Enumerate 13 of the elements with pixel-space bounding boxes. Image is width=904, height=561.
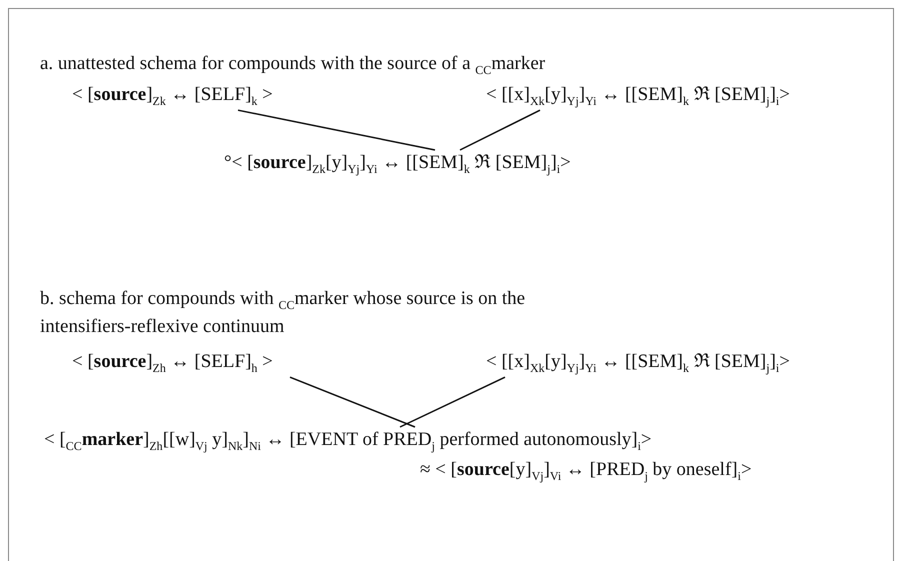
section-heading: a. unattested schema for compounds with the source of a $_{CC}$marker [40,53,546,78]
formula-text: < [[x]$_{Xk}$[y]$_{Yj}$]$_{Yi}$ ↔ [[SEM]$_{k}$ ℜ [SEM]$_{j}$]$_{i}$> [486,351,790,376]
connector-line [290,376,416,428]
formula-text: < [source]$_{Zk}$ ↔ [SELF]$_{k}$ > [72,84,273,108]
connector-line [460,110,540,151]
section-heading: b. schema for compounds with $_{CC}$marker whose source is on the intensifiers-reflexive continuum [40,288,526,338]
formula-text: < [$_{CC}$marker]$_{Zh}$[[w]$_{Vj}$ y]$_{Nk}$]$_{Ni}$ ↔ [EVENT of PRED$_{j}$ performed autonomously]$_{i}$> [44,429,652,454]
formula-text: < [[x]$_{Xk}$[y]$_{Yj}$]$_{Yi}$ ↔ [[SEM]$_{k}$ ℜ [SEM]$_{j}$]$_{i}$> [486,84,790,108]
formula-text: < [source]$_{Zh}$ ↔ [SELF]$_{h}$ > [72,351,273,376]
connector-line [238,109,436,151]
formula-text: ≈ < [source[y]$_{Vj}$]$_{Vi}$ ↔ [PRED$_{j}$ by oneself]$_{i}$> [420,459,752,484]
connector-line [400,376,506,428]
formula-text: °< [source]$_{Zk}$[y]$_{Yj}$]$_{Yi}$ ↔ [[SEM]$_{k}$ ℜ [SEM]$_{j}$]$_{i}$> [224,152,571,176]
